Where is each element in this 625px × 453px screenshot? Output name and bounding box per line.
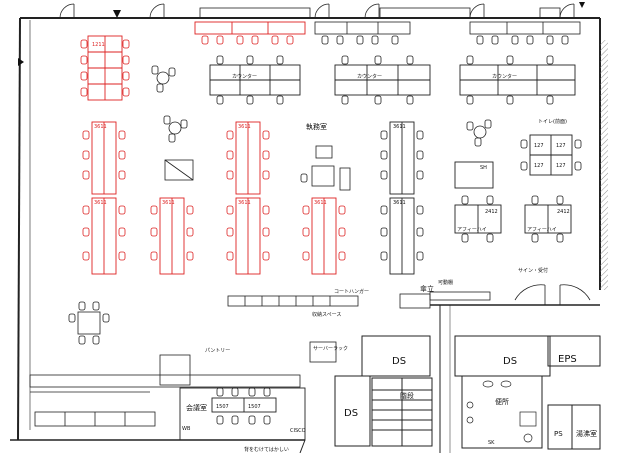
desk-columns-red bbox=[82, 121, 346, 275]
meeting-room bbox=[179, 387, 306, 441]
main-room-label: 執務室 bbox=[306, 122, 327, 131]
round-tables bbox=[151, 65, 492, 147]
bottom-note-label: 背をむけてはかしい bbox=[244, 446, 289, 453]
cleaning-room-label: 湯沸室 bbox=[576, 429, 597, 438]
coat-hanger-label: コートハンガー bbox=[334, 288, 369, 295]
desk-code-red-1: 3611 bbox=[94, 124, 107, 130]
toilet-label: 便所 bbox=[495, 397, 509, 406]
core-area bbox=[334, 305, 601, 453]
entrance-doors bbox=[430, 284, 600, 306]
toilet-small-label: トイレ(前面) bbox=[538, 118, 567, 125]
meeting-desk-label-1: 1507 bbox=[216, 404, 229, 410]
storage-shelves bbox=[227, 291, 491, 309]
ds-label-1: DS bbox=[392, 356, 406, 367]
sign-reception-label: サイン・受付 bbox=[518, 267, 548, 274]
desk-code-right-3: 127 bbox=[534, 163, 544, 169]
cisco-label: CISCO bbox=[290, 428, 306, 434]
right-desks bbox=[454, 134, 582, 243]
meeting-room-label: 会議室 bbox=[186, 403, 207, 412]
desk-code-red-4: 3611 bbox=[162, 200, 175, 206]
afuri-label-2: アフィーハイ bbox=[527, 227, 557, 233]
sk-label: SK bbox=[488, 440, 495, 446]
pantry-counter bbox=[29, 341, 337, 427]
toilet-fixtures bbox=[466, 380, 537, 443]
movable-shelf-label: 可動棚 bbox=[438, 279, 453, 286]
counter-label-2: カウンター bbox=[357, 73, 382, 80]
sun-stand-label: 傘立 bbox=[420, 284, 434, 293]
desk-code-right-4: 127 bbox=[556, 163, 566, 169]
desk-block-top-left bbox=[80, 35, 130, 101]
desk-code-red-2: 3611 bbox=[94, 200, 107, 206]
ds-label-3: DS bbox=[344, 408, 358, 419]
small-table-left bbox=[68, 301, 110, 345]
desk-code-right-2: 127 bbox=[556, 143, 566, 149]
ds-label-2: DS bbox=[503, 356, 517, 367]
desk-code-red-6: 3611 bbox=[314, 200, 327, 206]
equipment-center bbox=[164, 145, 351, 191]
ps-label: PS bbox=[554, 430, 563, 438]
server-rack-label: サーバーラック bbox=[313, 346, 348, 352]
desk-code-red-3: 3611 bbox=[238, 124, 251, 130]
entry-arrows bbox=[18, 2, 585, 66]
eps-label: EPS bbox=[558, 354, 577, 365]
desk-row-top-red bbox=[194, 21, 306, 45]
counter-label-3: カウンター bbox=[492, 73, 517, 80]
counter-label-1: カウンター bbox=[232, 73, 257, 80]
pantry-label: パントリー bbox=[205, 348, 230, 354]
wb-label: WB bbox=[182, 426, 191, 432]
desk-code-c-1: 2412 bbox=[485, 209, 498, 215]
desk-code-black-1: 3611 bbox=[393, 124, 406, 130]
counter-tables bbox=[209, 55, 576, 105]
top-doors bbox=[59, 3, 575, 19]
desk-code-right-1: 127 bbox=[534, 143, 544, 149]
desk-code-c-2: 2412 bbox=[557, 209, 570, 215]
stairs-label: 階段 bbox=[400, 391, 414, 400]
right-wall-hatch bbox=[600, 40, 608, 290]
sh-label: SH bbox=[480, 165, 487, 171]
desk-row-top-black bbox=[314, 21, 581, 45]
storage-space-label: 収納スペース bbox=[312, 311, 341, 318]
desk-column-black bbox=[380, 121, 424, 275]
afuri-label-1: アフィーハイ bbox=[457, 227, 487, 233]
meeting-desk-label-2: 1507 bbox=[248, 404, 261, 410]
desk-code-label: 1211 bbox=[92, 42, 105, 48]
desk-code-black-2: 3611 bbox=[393, 200, 406, 206]
desk-code-red-5: 3611 bbox=[238, 200, 251, 206]
